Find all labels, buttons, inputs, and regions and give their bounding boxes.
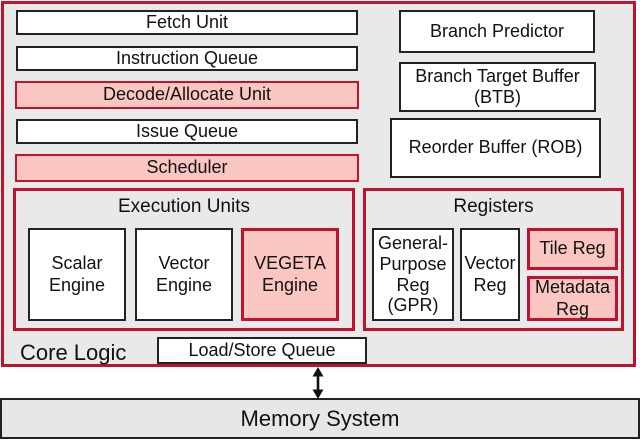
vegeta-engine-box: VEGETA Engine (241, 228, 339, 321)
core-logic-label: Core Logic (20, 340, 127, 365)
memory-system-box: Memory System (0, 398, 640, 439)
execution-units-group (13, 188, 355, 331)
metadata-reg-box: Metadata Reg (527, 276, 618, 321)
gpr-box: General-Purpose Reg (GPR) (372, 228, 454, 321)
issue-queue-box: Issue Queue (16, 119, 358, 144)
tile-reg-box: Tile Reg (527, 228, 618, 270)
instruction-queue-box: Instruction Queue (16, 46, 358, 71)
decode-allocate-unit-box: Decode/Allocate Unit (15, 81, 359, 109)
reorder-buffer-box: Reorder Buffer (ROB) (390, 118, 601, 178)
vector-engine-box: Vector Engine (135, 228, 233, 321)
scalar-engine-box: Scalar Engine (28, 228, 126, 321)
load-store-queue-box: Load/Store Queue (157, 337, 367, 364)
branch-predictor-box: Branch Predictor (399, 10, 595, 53)
vector-reg-box: Vector Reg (460, 228, 520, 321)
core-memory-double-arrow-icon (312, 367, 324, 399)
registers-title: Registers (453, 196, 534, 217)
fetch-unit-box: Fetch Unit (16, 10, 358, 35)
scheduler-box: Scheduler (15, 154, 359, 182)
execution-units-title: Execution Units (117, 196, 250, 217)
branch-target-buffer-box: Branch Target Buffer (BTB) (399, 62, 596, 112)
registers-group (363, 188, 624, 331)
